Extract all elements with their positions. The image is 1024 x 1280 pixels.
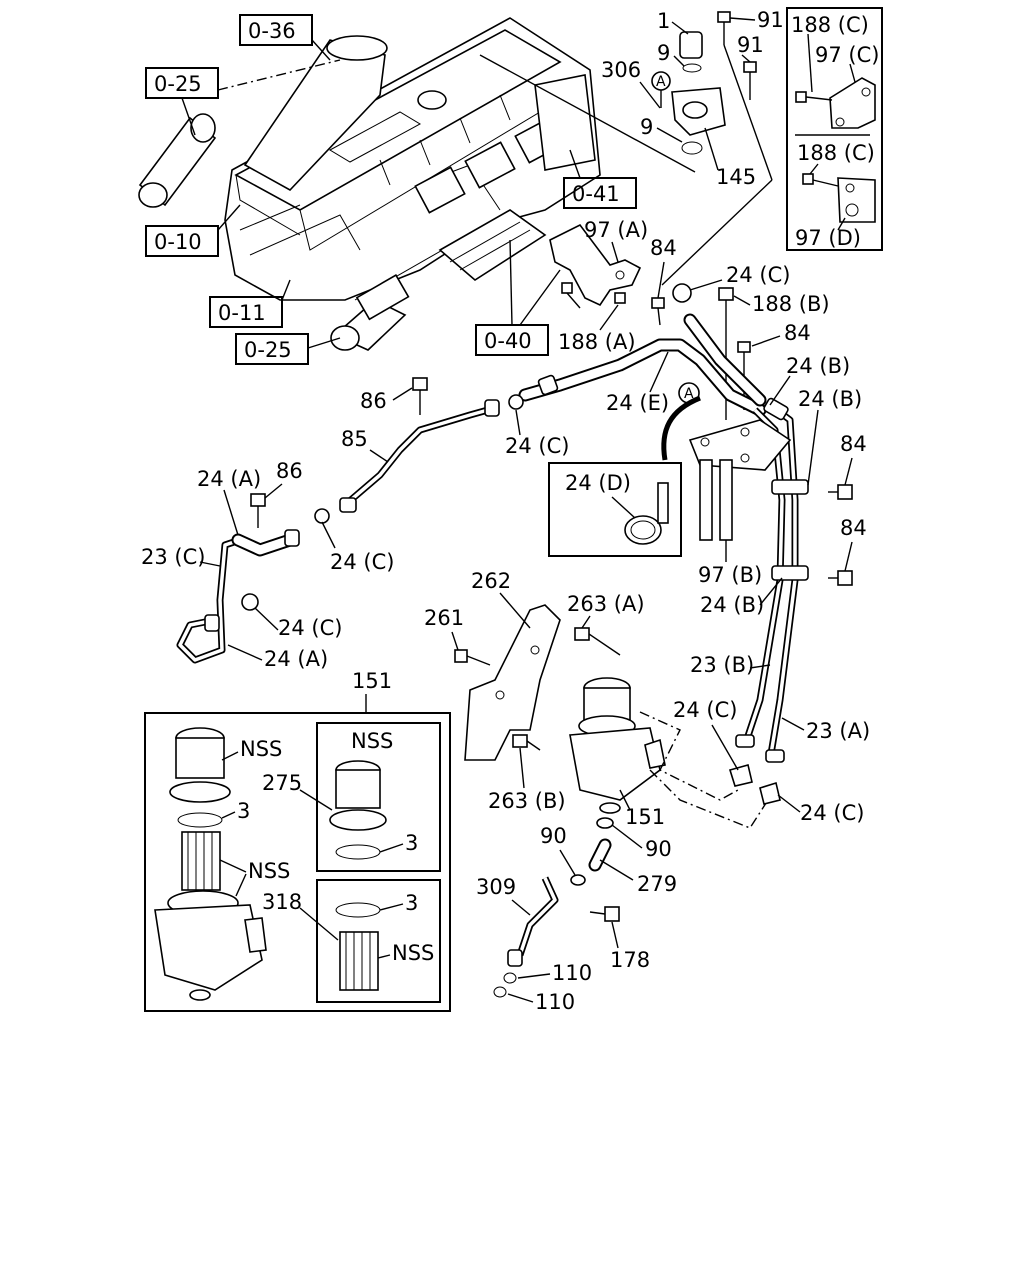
part-label-85: 85 [341, 427, 368, 451]
part-label-97c: 97 (C) [815, 43, 879, 67]
marker-a-mid: A [684, 386, 694, 402]
bracket-97b-group: A 97 (B) 24 (D) [548, 382, 792, 587]
part-label-263b: 263 (B) [488, 789, 566, 813]
reference-boxes: 0-36 0-25 0-10 0-11 0-25 0-41 0-40 [145, 14, 637, 365]
part-label-1: 1 [657, 9, 670, 33]
part-label-9b: 9 [640, 115, 653, 139]
part-label-24e: 24 (E) [606, 391, 669, 415]
part-label-188c-bottom: 188 (C) [797, 141, 875, 165]
fuel-lines: 24 (B) 24 (E) 24 (B) 86 85 24 (C) 84 84 … [141, 313, 870, 761]
part-label-110b: 110 [535, 990, 575, 1014]
part-label-24b-b: 24 (B) [798, 387, 862, 411]
part-label-262: 262 [471, 569, 511, 593]
nss-label-2: NSS [248, 859, 290, 883]
part-label-261: 261 [424, 606, 464, 630]
part-label-24c-mid: 24 (C) [505, 434, 569, 458]
part-label-263a: 263 (A) [567, 592, 645, 616]
part-label-145: 145 [716, 165, 756, 189]
part-label-84a: 84 [650, 236, 677, 260]
nss-label-3: NSS [351, 729, 393, 753]
nss-label-4: NSS [392, 941, 434, 965]
part-label-178: 178 [610, 948, 650, 972]
ref-0-11: 0-11 [218, 301, 266, 325]
marker-a-top: A [656, 74, 666, 90]
inset-filter-151: 151 NSS 3 NSS NSS 275 3 [144, 669, 451, 1012]
part-label-86a: 86 [360, 389, 387, 413]
part-label-24b-c: 24 (B) [700, 593, 764, 617]
part-label-97a: 97 (A) [584, 218, 648, 242]
part-label-24c-lower: 24 (C) [278, 616, 342, 640]
part-label-3b: 3 [405, 831, 418, 855]
ref-0-36: 0-36 [248, 19, 296, 43]
part-label-84c: 84 [840, 432, 867, 456]
ref-0-41: 0-41 [572, 182, 620, 206]
part-label-24c-left: 24 (C) [330, 550, 394, 574]
part-label-188c-top: 188 (C) [791, 13, 869, 37]
part-label-306: 306 [601, 58, 641, 82]
fuel-filter-assembly: 262 263 (A) 261 263 (B) 151 24 (C) 24 (C… [424, 569, 864, 1014]
part-label-151b: 151 [625, 805, 665, 829]
part-label-90a: 90 [540, 824, 567, 848]
part-label-24a-bottom: 24 (A) [264, 647, 328, 671]
sensor-group: 1 91 9 91 306 9 145 A [479, 8, 784, 286]
part-label-318: 318 [262, 890, 302, 914]
ref-0-25-bottom: 0-25 [244, 338, 292, 362]
part-label-24c-r1: 24 (C) [673, 698, 737, 722]
ref-0-25-top: 0-25 [154, 72, 202, 96]
ref-0-10: 0-10 [154, 230, 202, 254]
ref-0-40: 0-40 [484, 329, 532, 353]
part-label-9a: 9 [657, 41, 670, 65]
part-label-110a: 110 [552, 961, 592, 985]
part-label-91a: 91 [757, 8, 784, 32]
part-label-84b: 84 [784, 321, 811, 345]
part-label-24a-top: 24 (A) [197, 467, 261, 491]
part-label-23c: 23 (C) [141, 545, 205, 569]
part-label-24b-a: 24 (B) [786, 354, 850, 378]
inset-brackets-97: 188 (C) 97 (C) 188 (C) 97 (D) [786, 7, 883, 251]
part-label-188b: 188 (B) [752, 292, 830, 316]
part-label-84d: 84 [840, 516, 867, 540]
part-label-97b: 97 (B) [698, 563, 762, 587]
part-label-309: 309 [476, 875, 516, 899]
part-label-275: 275 [262, 771, 302, 795]
part-label-24d: 24 (D) [565, 471, 631, 495]
part-label-151a: 151 [352, 669, 392, 693]
part-label-3c: 3 [405, 891, 418, 915]
part-label-24c-r2: 24 (C) [800, 801, 864, 825]
part-label-279: 279 [637, 872, 677, 896]
part-label-23b: 23 (B) [690, 653, 754, 677]
engine-assembly [138, 17, 601, 351]
bracket-97a-group: 97 (A) 84 188 (A) 24 (C) 188 (B) 84 [549, 218, 830, 420]
nss-label-1: NSS [240, 737, 282, 761]
part-label-188a: 188 (A) [558, 330, 636, 354]
part-label-3a: 3 [237, 799, 250, 823]
part-label-23a: 23 (A) [806, 719, 870, 743]
part-label-97d: 97 (D) [795, 226, 861, 250]
part-label-90b: 90 [645, 837, 672, 861]
part-label-86b: 86 [276, 459, 303, 483]
part-label-91b: 91 [737, 33, 764, 57]
part-label-24c-top: 24 (C) [726, 263, 790, 287]
